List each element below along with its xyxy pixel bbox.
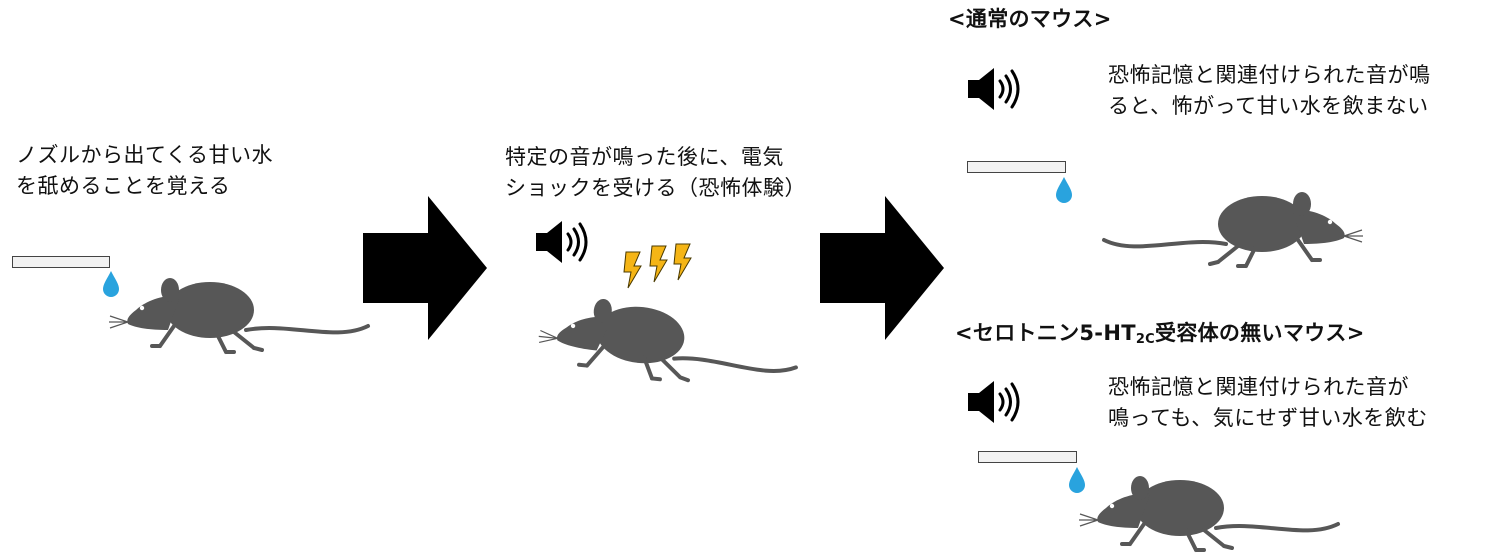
nozzle xyxy=(967,161,1066,173)
knockout-heading-subscript: 2C xyxy=(1135,332,1156,347)
knockout-line1: 恐怖記憶と関連付けられた音が xyxy=(1108,375,1409,399)
right-arrow-icon xyxy=(820,196,944,340)
step2-line2: ショックを受ける（恐怖体験） xyxy=(505,176,806,200)
knockout-line2: 鳴っても、気にせず甘い水を飲む xyxy=(1108,406,1428,430)
knockout-heading-prefix: <セロトニン5-HT xyxy=(955,321,1136,345)
mouse-icon xyxy=(1077,474,1340,552)
nozzle xyxy=(12,256,110,268)
step1-line1: ノズルから出てくる甘い水 xyxy=(16,143,273,167)
step1-line2: を舐めることを覚える xyxy=(16,174,231,198)
knockout-mouse-heading: <セロトニン5-HT2C受容体の無いマウス> xyxy=(955,319,1365,354)
step2-line1: 特定の音が鳴った後に、電気 xyxy=(505,145,784,169)
nozzle xyxy=(978,451,1077,463)
normal-mouse-description: 恐怖記憶と関連付けられた音が鳴 ると、怖がって甘い水を飲まない xyxy=(1108,60,1431,122)
normal-line1: 恐怖記憶と関連付けられた音が鳴 xyxy=(1108,63,1431,87)
normal-line2: ると、怖がって甘い水を飲まない xyxy=(1108,94,1429,118)
knockout-heading-suffix: 受容体の無いマウス> xyxy=(1155,321,1365,345)
step1-description: ノズルから出てくる甘い水 を舐めることを覚える xyxy=(16,140,273,202)
step2-description: 特定の音が鳴った後に、電気 ショックを受ける（恐怖体験） xyxy=(505,142,806,204)
normal-mouse-heading: <通常のマウス> xyxy=(948,7,1112,31)
right-arrow-icon xyxy=(363,196,487,340)
knockout-mouse-description: 恐怖記憶と関連付けられた音が 鳴っても、気にせず甘い水を飲む xyxy=(1108,372,1428,434)
